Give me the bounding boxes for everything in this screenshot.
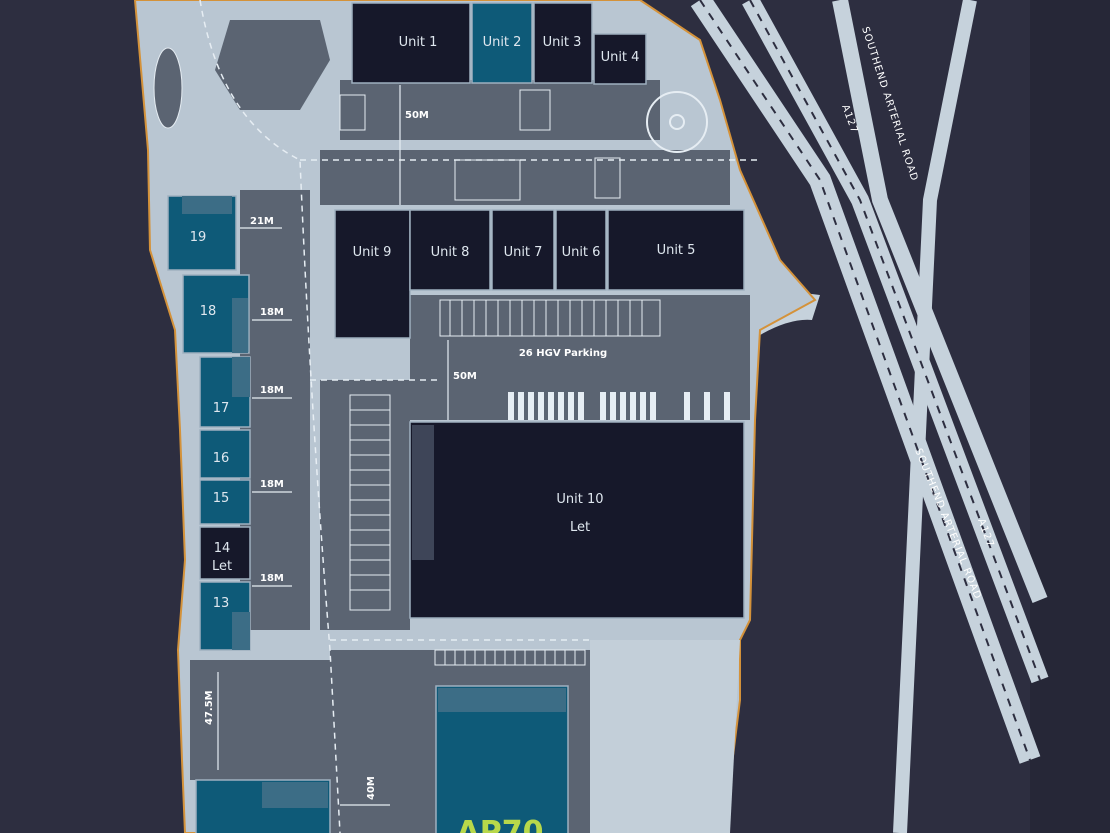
measure-18m-a: 18M [260, 307, 284, 318]
ap70-logo: AP70 [457, 815, 544, 833]
measure-18m-d: 18M [260, 573, 284, 584]
unit-3[interactable] [533, 2, 593, 84]
hgv-bays [508, 392, 730, 420]
unit-14-status: Let [212, 559, 232, 574]
measure-21m: 21M [250, 216, 274, 227]
unit-17-dock [232, 357, 250, 397]
measure-40m: 40M [366, 776, 377, 800]
unit-13-dock [232, 612, 250, 650]
unit-13-label: 13 [213, 596, 230, 611]
internal-roads [199, 0, 760, 833]
parking-bays [339, 89, 661, 666]
unit-14[interactable] [199, 526, 251, 580]
unit-10[interactable] [409, 421, 745, 619]
roundabout-centre [669, 114, 685, 130]
unit-10-status: Let [570, 520, 590, 535]
ap70-unit-dock [438, 688, 566, 712]
bottom-left-unit-dock [262, 782, 328, 808]
hgv-parking-label: 26 HGV Parking [519, 348, 607, 359]
unit-18-dock [232, 298, 248, 353]
measure-50m-mid: 50M [453, 371, 477, 382]
unit-1-label: Unit 1 [399, 35, 438, 50]
edge-strip [1030, 0, 1110, 833]
unit-14-label: 14 [214, 541, 231, 556]
open-land [590, 640, 740, 833]
unit-6-label: Unit 6 [562, 245, 601, 260]
unit-5-label: Unit 5 [657, 243, 696, 258]
unit-5[interactable] [607, 209, 745, 291]
unit-9[interactable] [334, 209, 411, 339]
unit-1[interactable] [351, 2, 471, 84]
unit-19-label: 19 [190, 230, 207, 245]
unit-7[interactable] [491, 209, 555, 291]
unit-2-label: Unit 2 [483, 35, 522, 50]
dimension-lines-left [217, 227, 390, 806]
unit-10-dock [412, 425, 434, 560]
unit-16[interactable] [199, 429, 251, 479]
unit-6[interactable] [555, 209, 607, 291]
unit-15[interactable] [199, 479, 251, 525]
yards [190, 20, 750, 833]
unit-19-dock [182, 196, 232, 214]
measure-50m-top: 50M [405, 110, 429, 121]
measure-18m-c: 18M [260, 479, 284, 490]
pond [153, 47, 183, 129]
unit-8[interactable] [409, 209, 491, 291]
measure-18m-b: 18M [260, 385, 284, 396]
unit-4[interactable] [593, 33, 647, 85]
unit-18-label: 18 [200, 304, 217, 319]
unit-7-label: Unit 7 [504, 245, 543, 260]
unit-2[interactable] [471, 2, 533, 84]
unit-17-label: 17 [213, 401, 230, 416]
unit-8-label: Unit 8 [431, 245, 470, 260]
unit-9-label: Unit 9 [353, 245, 392, 260]
unit-10-label: Unit 10 [556, 492, 603, 507]
unit-3-label: Unit 3 [543, 35, 582, 50]
unit-15-label: 15 [213, 491, 230, 506]
measure-47m: 47.5M [204, 690, 215, 725]
unit-16-label: 16 [213, 451, 230, 466]
roundabout [646, 91, 708, 153]
a127-road [690, 0, 1049, 833]
unit-4-label: Unit 4 [601, 50, 640, 65]
